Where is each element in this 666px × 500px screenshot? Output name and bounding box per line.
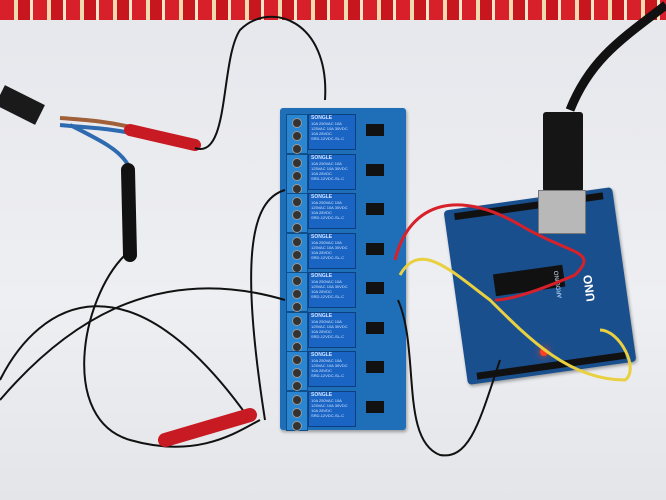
relay-model: SRD-12VDC-SL-C	[311, 136, 345, 141]
screw-terminal	[286, 311, 308, 352]
relay-brand: SONGLE	[311, 352, 333, 358]
relay-model: SRD-12VDC-SL-C	[311, 412, 345, 418]
black-wire	[0, 287, 286, 401]
relay-rating: 10A 250VAC 10A 125VAC 10A 30VDC 10A 28VD…	[311, 239, 348, 255]
optocoupler	[366, 203, 384, 215]
screw-terminal	[286, 351, 308, 391]
red-patterned-cloth	[0, 0, 666, 20]
optocoupler	[366, 242, 384, 255]
black-wire	[397, 299, 501, 457]
power-led	[540, 348, 548, 356]
alligator-clip-top	[124, 124, 201, 151]
relay-model: SRD-12VDC-SL-C	[311, 294, 345, 299]
relay-brand: SONGLE	[311, 233, 333, 240]
blue-wire	[69, 123, 130, 167]
screw-terminal	[286, 114, 308, 154]
black-wire	[0, 305, 251, 421]
black-alligator-clip	[121, 163, 137, 262]
usb-port	[538, 190, 586, 234]
relay-model: SRD-12VDC-SL-C	[311, 254, 345, 260]
screw-terminal	[286, 390, 308, 431]
optocoupler	[366, 163, 384, 176]
black-wire	[250, 189, 286, 421]
relay-rating: 10A 250VAC 10A 125VAC 10A 30VDC 10A 28VD…	[311, 121, 348, 136]
relay-rating: 10A 250VAC 10A 125VAC 10A 30VDC 10A 28VD…	[311, 318, 348, 334]
relay-model: SRD-12VDC-SL-C	[311, 373, 345, 378]
relay-rating: 10A 250VAC 10A 125VAC 10A 30VDC 10A 28VD…	[311, 279, 348, 294]
optocoupler	[366, 361, 384, 373]
optocoupler	[366, 400, 384, 413]
power-plug	[0, 85, 45, 125]
relay-brand: SONGLE	[311, 194, 333, 200]
yellow-wire	[398, 257, 632, 382]
screw-terminal	[286, 232, 308, 273]
screw-terminal	[286, 193, 308, 233]
relay-brand: SONGLE	[311, 115, 333, 121]
optocoupler	[366, 124, 384, 136]
relay-brand: SONGLE	[311, 391, 333, 398]
alligator-clip-bottom	[158, 408, 257, 447]
relay-model: SRD-12VDC-SL-C	[311, 333, 345, 339]
optocoupler	[366, 282, 384, 294]
relay-model: SRD-12VDC-SL-C	[311, 175, 345, 181]
relay-rating: 10A 250VAC 10A 125VAC 10A 30VDC 10A 28VD…	[311, 358, 348, 373]
relay-rating: 10A 250VAC 10A 125VAC 10A 30VDC 10A 28VD…	[311, 200, 348, 215]
relay-brand: SONGLE	[311, 273, 333, 279]
usb-cable-plug	[543, 112, 583, 192]
screw-terminal	[286, 272, 308, 312]
relay-brand: SONGLE	[311, 312, 333, 319]
relay-model: SRD-12VDC-SL-C	[311, 215, 345, 220]
relay-rating: 10A 250VAC 10A 125VAC 10A 30VDC 10A 28VD…	[311, 397, 348, 413]
relay-rating: 10A 250VAC 10A 125VAC 10A 30VDC 10A 28VD…	[311, 160, 348, 176]
red-wire	[393, 203, 586, 302]
optocoupler	[366, 321, 384, 334]
usb-cable	[565, 1, 666, 112]
relay-brand: SONGLE	[311, 154, 333, 161]
black-wire	[194, 15, 327, 150]
